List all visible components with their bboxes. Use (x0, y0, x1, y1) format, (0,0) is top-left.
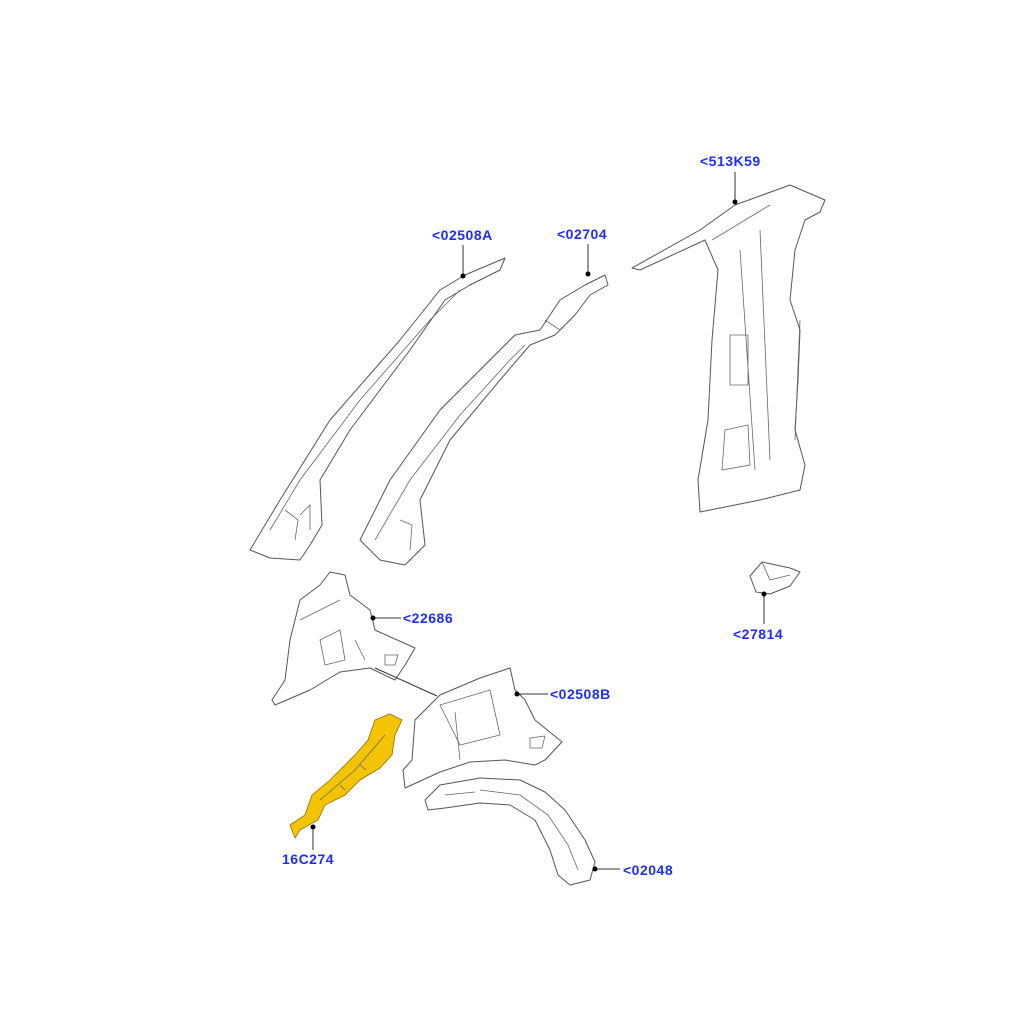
part-02048[interactable] (424, 777, 596, 886)
part-02508a[interactable] (249, 257, 506, 561)
callout-513k59[interactable]: <513K59 (700, 153, 761, 169)
callout-02508a[interactable]: <02508A (432, 227, 493, 243)
callout-22686[interactable]: <22686 (403, 610, 454, 626)
part-22686[interactable] (271, 571, 416, 706)
part-16c274[interactable] (289, 713, 403, 839)
part-02508b[interactable] (402, 667, 563, 789)
callout-02048[interactable]: <02048 (623, 862, 674, 878)
callout-02704[interactable]: <02704 (557, 226, 608, 242)
leader-lines (310, 172, 767, 872)
callout-02508b[interactable]: <02508B (550, 686, 611, 702)
part-27814[interactable] (749, 561, 801, 595)
callout-27814[interactable]: <27814 (733, 626, 784, 642)
callout-16c274[interactable]: 16C274 (282, 851, 335, 867)
part-513k59[interactable] (631, 184, 826, 513)
part-02704[interactable] (359, 274, 609, 566)
